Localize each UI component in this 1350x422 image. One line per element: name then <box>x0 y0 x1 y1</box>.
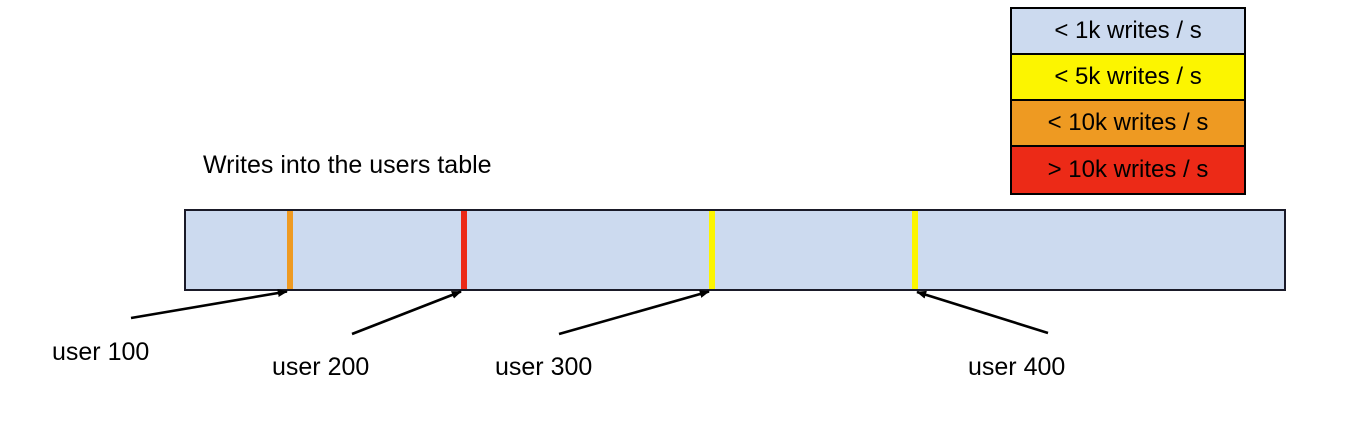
marker-label-user-300: user 300 <box>495 353 593 381</box>
stripe-user-200 <box>461 211 467 289</box>
arrow-user-200 <box>351 290 462 336</box>
legend-box: < 1k writes / s < 5k writes / s < 10k wr… <box>1010 7 1246 195</box>
arrow-user-400 <box>916 290 1049 335</box>
marker-label-user-100: user 100 <box>52 338 150 366</box>
legend-row-over-10k: > 10k writes / s <box>1012 147 1244 193</box>
stripe-user-100 <box>287 211 293 289</box>
legend-row-under-5k: < 5k writes / s <box>1012 55 1244 101</box>
legend-label-under-10k: < 10k writes / s <box>1047 109 1209 136</box>
legend-row-under-1k: < 1k writes / s <box>1012 9 1244 55</box>
marker-label-user-400: user 400 <box>968 353 1066 381</box>
legend-row-under-10k: < 10k writes / s <box>1012 101 1244 147</box>
legend-label-under-1k: < 1k writes / s <box>1054 17 1202 44</box>
stripe-user-400 <box>912 211 918 289</box>
arrow-user-100 <box>130 289 288 320</box>
stripe-user-300 <box>709 211 715 289</box>
users-table-bar <box>184 209 1286 291</box>
arrow-user-300 <box>558 290 710 336</box>
marker-label-user-200: user 200 <box>272 353 370 381</box>
legend-label-over-10k: > 10k writes / s <box>1047 156 1209 183</box>
legend-label-under-5k: < 5k writes / s <box>1054 63 1202 90</box>
chart-title: Writes into the users table <box>203 151 492 179</box>
